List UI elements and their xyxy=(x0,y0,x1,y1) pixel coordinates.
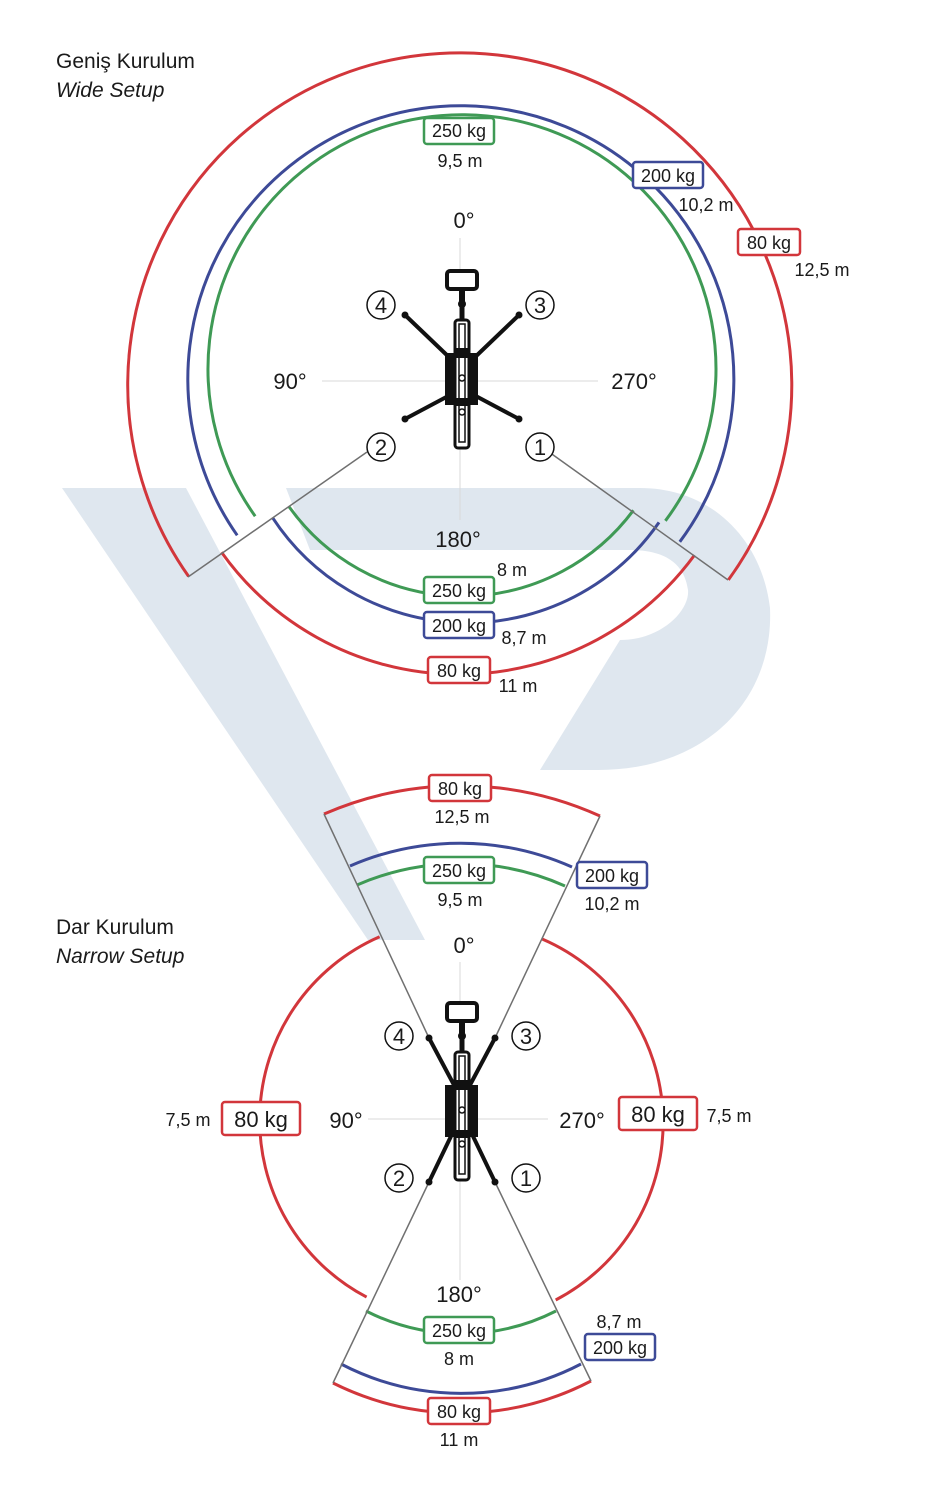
narrow-blue-top-arc xyxy=(349,841,573,869)
wide-green-top-m: 9,5 m xyxy=(437,151,482,171)
narrow-green-top-m: 9,5 m xyxy=(437,890,482,910)
narrow-outrigger-2: 2 xyxy=(384,1163,414,1193)
svg-text:1: 1 xyxy=(534,435,546,460)
wide-green-bottom-m: 8 m xyxy=(497,560,527,580)
watermark-logo xyxy=(62,488,771,940)
narrow-left-kg: 80 kg xyxy=(234,1107,288,1132)
svg-text:3: 3 xyxy=(520,1024,532,1049)
wide-red-top-kg: 80 kg xyxy=(747,233,791,253)
narrow-setup-title: Dar Kurulum Narrow Setup xyxy=(56,913,184,971)
wide-green-top-kg: 250 kg xyxy=(432,121,486,141)
narrow-angle-270: 270° xyxy=(559,1108,605,1133)
narrow-outrigger-1: 1 xyxy=(511,1163,541,1193)
svg-text:4: 4 xyxy=(375,293,387,318)
narrow-blue-bottom-arc xyxy=(340,1362,582,1395)
wide-angle-90: 90° xyxy=(273,369,306,394)
wide-setup-title: Geniş Kurulum Wide Setup xyxy=(56,47,195,105)
narrow-blue-bottom-kg: 200 kg xyxy=(593,1338,647,1358)
wide-title-en: Wide Setup xyxy=(56,79,165,102)
wide-red-bottom-m: 11 m xyxy=(499,676,538,696)
narrow-outrigger-4: 4 xyxy=(384,1021,414,1051)
wide-blue-top-m: 10,2 m xyxy=(678,195,733,215)
wide-angle-270: 270° xyxy=(611,369,657,394)
narrow-angle-0: 0° xyxy=(453,933,474,958)
narrow-left-m: 7,5 m xyxy=(165,1110,210,1130)
narrow-angle-90: 90° xyxy=(329,1108,362,1133)
wide-angle-180: 180° xyxy=(435,527,481,552)
narrow-setup-diagram: 4 3 2 1 0° 90° 270° 180° 80 kg 12,5 m 25… xyxy=(165,773,752,1450)
wide-green-bottom-kg: 250 kg xyxy=(432,581,486,601)
narrow-right-kg: 80 kg xyxy=(631,1102,685,1127)
narrow-red-bottom-m: 11 m xyxy=(440,1430,479,1450)
svg-text:2: 2 xyxy=(375,435,387,460)
narrow-green-bottom-m: 8 m xyxy=(444,1349,474,1369)
narrow-blue-bottom-m: 8,7 m xyxy=(596,1312,641,1332)
wide-red-top-m: 12,5 m xyxy=(794,260,849,280)
wide-blue-bottom-m: 8,7 m xyxy=(501,628,546,648)
wide-outrigger-1: 1 xyxy=(525,432,555,462)
narrow-title-en: Narrow Setup xyxy=(56,945,185,968)
narrow-machine-icon xyxy=(425,1001,499,1186)
wide-outrigger-3: 3 xyxy=(525,290,555,320)
narrow-green-bottom-kg: 250 kg xyxy=(432,1321,486,1341)
narrow-outrigger-3: 3 xyxy=(511,1021,541,1051)
wide-outrigger-2: 2 xyxy=(366,432,396,462)
wide-blue-bottom-kg: 200 kg xyxy=(432,616,486,636)
wide-machine-icon xyxy=(401,269,523,450)
narrow-red-top-kg: 80 kg xyxy=(438,779,482,799)
wide-angle-0: 0° xyxy=(453,208,474,233)
svg-text:3: 3 xyxy=(534,293,546,318)
svg-text:4: 4 xyxy=(393,1024,405,1049)
narrow-blue-top-m: 10,2 m xyxy=(584,894,639,914)
wide-red-bottom-kg: 80 kg xyxy=(437,661,481,681)
wide-red-circle xyxy=(126,51,794,581)
wide-outrigger-4: 4 xyxy=(366,290,396,320)
narrow-blue-top-kg: 200 kg xyxy=(585,866,639,886)
wide-setup-diagram: 4 3 2 1 0° 90° 270° 180° 250 kg 9,5 m 20… xyxy=(126,51,850,696)
svg-text:1: 1 xyxy=(520,1166,532,1191)
narrow-green-top-kg: 250 kg xyxy=(432,861,486,881)
wide-title-tr: Geniş Kurulum xyxy=(56,50,195,73)
svg-text:2: 2 xyxy=(393,1166,405,1191)
wide-green-circle xyxy=(206,113,718,522)
narrow-title-tr: Dar Kurulum xyxy=(56,916,174,939)
narrow-red-top-m: 12,5 m xyxy=(434,807,489,827)
narrow-right-m: 7,5 m xyxy=(706,1106,751,1126)
wide-blue-circle xyxy=(186,104,736,543)
narrow-angle-180: 180° xyxy=(436,1282,482,1307)
narrow-red-bottom-kg: 80 kg xyxy=(437,1402,481,1422)
wide-blue-top-kg: 200 kg xyxy=(641,166,695,186)
